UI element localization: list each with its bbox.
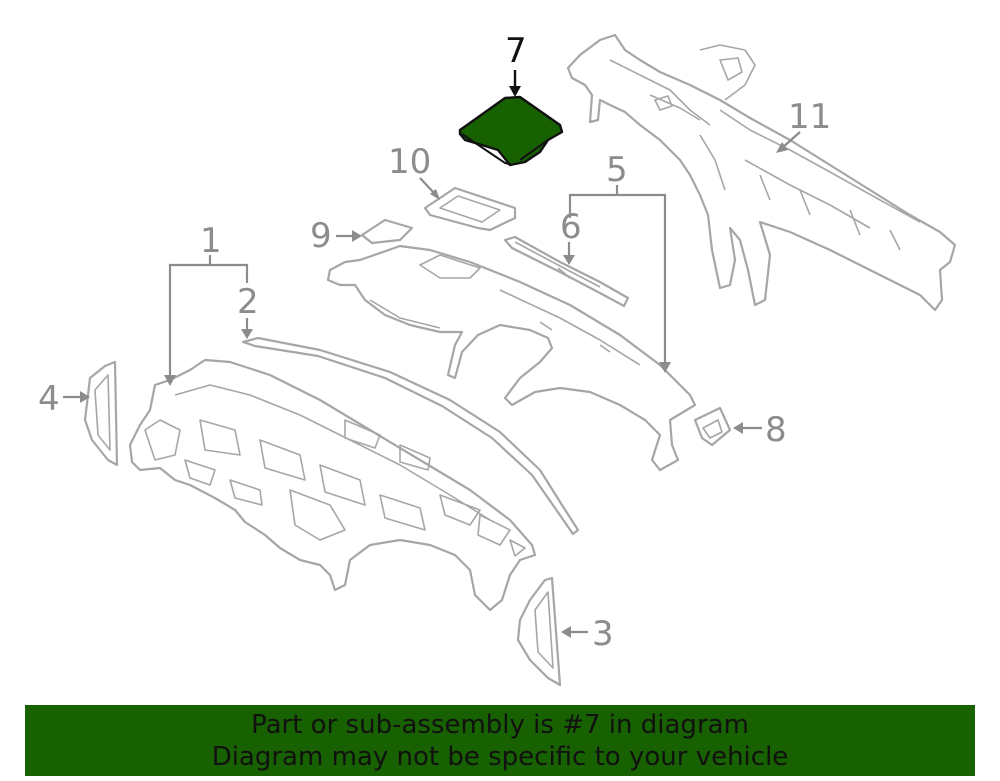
part-3-right-end-cap: [516, 576, 562, 687]
part-7-cover-highlighted: [458, 95, 564, 167]
part-info-banner: Part or sub-assembly is #7 in diagram Di…: [25, 705, 975, 776]
callout-1: 1: [200, 221, 222, 261]
callout-3: 3: [592, 614, 614, 654]
banner-line-2: Diagram may not be specific to your vehi…: [211, 742, 789, 772]
leader-lines: [63, 70, 801, 638]
part-6-defroster-strip: [503, 235, 630, 308]
part-11-cross-car-beam: [566, 33, 957, 312]
callout-9: 9: [310, 216, 332, 256]
part-8-bracket: [693, 406, 732, 447]
parts-diagram: 7 10 9 6 5 11 1 2 4 8 3: [38, 31, 957, 687]
banner-line-1: Part or sub-assembly is #7 in diagram: [251, 710, 749, 740]
part-1-instrument-panel: [128, 358, 537, 612]
part-4-left-end-cap: [83, 360, 119, 467]
callout-11: 11: [788, 97, 831, 137]
callout-7: 7: [505, 31, 527, 71]
callout-labels: 7 10 9 6 5 11 1 2 4 8 3: [38, 31, 831, 654]
callout-6: 6: [560, 207, 582, 247]
callout-5: 5: [606, 150, 628, 190]
callout-8: 8: [765, 410, 787, 450]
part-10-vent-frame: [423, 186, 517, 232]
part-2-seal-strip: [241, 336, 580, 536]
part-9-trim-piece: [360, 218, 414, 245]
callout-10: 10: [388, 142, 431, 182]
callout-2: 2: [237, 282, 259, 322]
part-5-dash-top-cover: [326, 244, 697, 472]
callout-4: 4: [38, 379, 60, 419]
